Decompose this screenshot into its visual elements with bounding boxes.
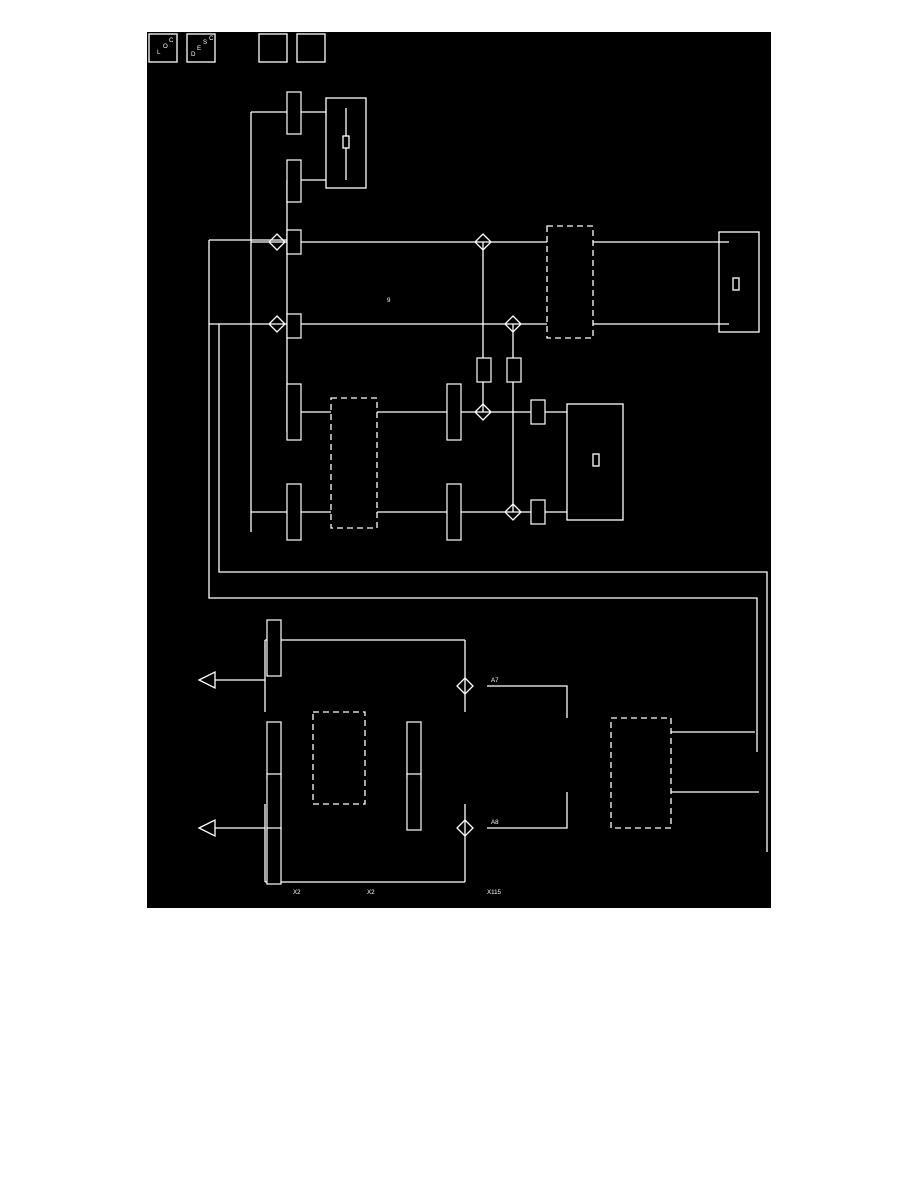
a7-label: A7 [491,677,499,684]
desc-letter-3: S [203,39,207,46]
fuel-pump-flow-control-module [330,397,378,529]
loc-letter-2: O [163,43,168,50]
loc-letter-1: L [157,49,161,56]
junction-block-1 [197,670,216,690]
data-link-resistor-mid [566,403,624,521]
desc-button[interactable] [186,33,216,63]
page-down-button[interactable] [296,33,326,63]
a8-label: A8 [491,819,499,826]
data-link-resistor-right [718,231,760,333]
desc-letter-4: C [209,35,214,42]
trailer-brake-control-module [546,225,594,339]
data-link-resistor-top [325,97,367,189]
x2-label-b: X2 [367,889,375,896]
schematic-canvas: L O C D E S C X2 X2 X115 A7 A8 9 [148,33,768,896]
loc-letter-3: C [169,37,174,44]
desc-letter-1: D [191,51,196,58]
pin-9-label: 9 [387,297,391,304]
x115-label: X115 [487,889,502,896]
loc-button[interactable] [148,33,178,63]
wiring-diagram: L O C D E S C X2 X2 X115 A7 A8 9 [147,32,771,908]
x2-label-a: X2 [293,889,301,896]
desc-letter-2: E [197,45,201,52]
ebcm-module [610,717,672,829]
transfer-case-shift-control-module [312,711,366,805]
junction-block-2 [197,818,216,838]
page-up-button[interactable] [258,33,288,63]
